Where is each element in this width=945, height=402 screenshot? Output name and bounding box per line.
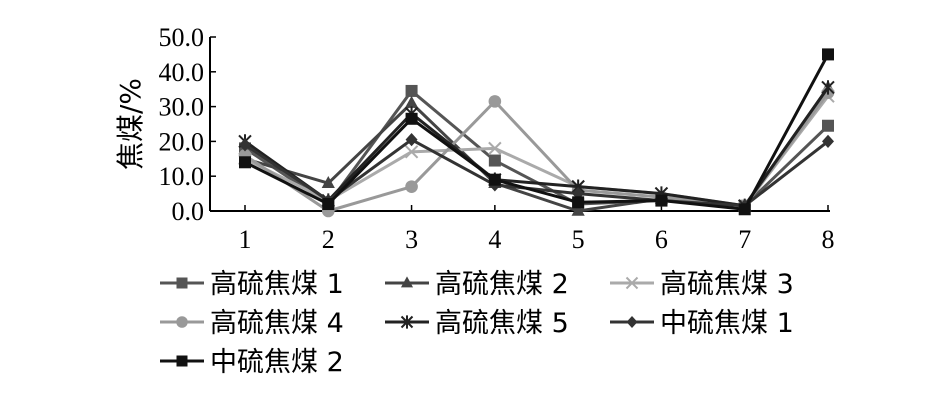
series-line [244,91,830,213]
legend-label: 高硫焦煤 4 [210,308,344,339]
data-point [239,156,251,169]
x-tick-label: 6 [655,225,668,254]
series-line [244,53,830,211]
y-tick-label: 20.0 [159,127,205,156]
y-tick-label: 0.0 [172,197,205,226]
legend-item: 高硫焦煤 2 [385,269,569,300]
data-point [738,203,751,216]
x-tick-label: 8 [822,225,835,254]
legend-item: 高硫焦煤 1 [160,269,344,300]
y-tick-label: 50.0 [159,23,205,52]
x-tick-label: 7 [738,225,751,254]
data-point [321,175,335,188]
data-point [405,84,418,97]
data-point [488,173,501,186]
data-point [488,141,502,156]
data-point [239,138,251,152]
series-7 [239,48,834,216]
x-tick-label: 4 [488,225,501,254]
legend-item: 高硫焦煤 5 [385,308,569,339]
legend-marker [400,276,414,288]
legend-label: 高硫焦煤 1 [210,269,344,300]
x-tick-label: 3 [405,225,418,254]
legend: 高硫焦煤 1 高硫焦煤 2 高硫焦煤 3 高硫焦煤 4 高硫焦煤 5 中硫焦煤 1 中硫焦煤… [160,269,794,378]
legend-label: 中硫焦煤 2 [210,347,344,378]
y-tick-label: 40.0 [159,58,205,87]
x-tick-label: 1 [239,225,252,254]
data-point [488,154,501,167]
legend-item: 高硫焦煤 4 [160,308,344,339]
legend-label: 中硫焦煤 1 [660,308,794,339]
legend-item: 高硫焦煤 3 [610,269,794,300]
data-point [572,196,585,209]
data-point [404,95,419,108]
data-point [405,133,418,147]
series-1 [239,84,834,212]
data-point [405,112,418,125]
x-tick-label: 2 [322,225,335,254]
data-point [822,134,834,148]
legend-label: 高硫焦煤 3 [660,269,794,300]
data-point [821,80,835,95]
data-point [822,119,834,132]
legend-label: 高硫焦煤 5 [435,308,569,339]
axes: 0.0 10.0 20.0 30.0 40.0 50.0 1 2 3 4 5 6 7 8 焦煤/% [114,23,835,254]
data-point [655,194,668,207]
legend-marker [626,315,638,329]
data-point [404,145,419,159]
x-tick-label: 5 [572,225,585,254]
legend-marker [625,276,639,290]
y-tick-label: 30.0 [159,93,205,122]
data-point [405,180,418,193]
series-layer [238,48,835,218]
legend-marker [400,315,414,329]
data-point [571,203,585,216]
legend-label: 高硫焦煤 2 [435,269,569,300]
legend-item: 中硫焦煤 1 [610,308,794,339]
legend-marker [176,355,188,367]
legend-marker [176,277,188,289]
y-tick-label: 10.0 [159,162,205,191]
legend-marker [176,316,188,328]
data-point [822,48,834,61]
data-point [488,95,502,108]
data-point [322,198,335,211]
legend-item: 中硫焦煤 2 [160,347,344,378]
y-axis-title: 焦煤/% [114,78,147,170]
